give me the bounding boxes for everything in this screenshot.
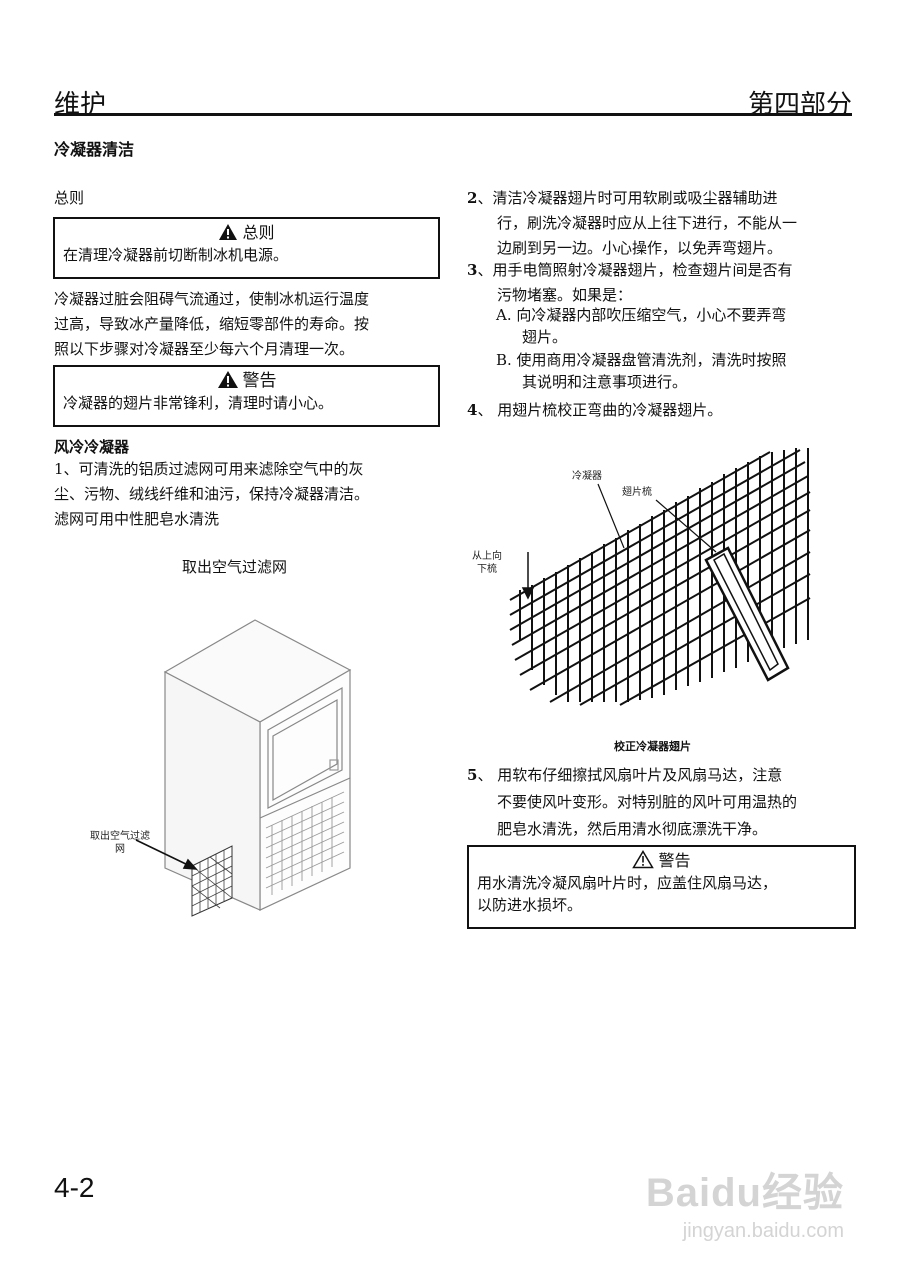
warning-text: 冷凝器的翅片非常锋利，清理时请小心。	[63, 394, 334, 412]
notice-title: 总则	[63, 219, 430, 244]
warning2-box: 警告 用水清洗冷凝风扇叶片时，应盖住风扇马达， 以防进水损坏。	[467, 845, 856, 929]
page-number: 4-2	[54, 1172, 95, 1203]
caution-icon	[632, 850, 655, 869]
filter-label: 取出空气过滤 网	[76, 830, 164, 856]
step1-line: 滤网可用中性肥皂水清洗	[54, 510, 220, 528]
general-heading: 总则	[54, 189, 85, 207]
step3b: B. 使用商用冷凝器盘管清洗剂，清洗时按照 其说明和注意事项进行。	[496, 349, 856, 393]
step2-line: 、清洁冷凝器翅片时可用软刷或吸尘器辅助进	[477, 189, 778, 207]
warning2-title-text: 警告	[658, 851, 691, 870]
header-rule	[54, 113, 852, 116]
step2-line: 边刷到另一边。小心操作，以免弄弯翅片。	[497, 239, 783, 257]
warning2-line: 以防进水损坏。	[477, 896, 583, 914]
fin-comb-label: 翅片梳	[622, 487, 652, 498]
figure2-caption: 校正冷凝器翅片	[614, 740, 691, 753]
warning-icon	[219, 224, 238, 240]
step3-line: 、用手电筒照射冷凝器翅片，检查翅片间是否有	[477, 261, 793, 279]
step4-paragraph: 4、 用翅片梳校正弯曲的冷凝器翅片。	[467, 398, 855, 423]
step1-paragraph: 1、可清洗的铝质过滤网可用来滤除空气中的灰 尘、污物、绒线纤维和油污，保持冷凝器…	[54, 457, 442, 532]
warning2-line: 用水清洗冷凝风扇叶片时，应盖住风扇马达，	[477, 874, 778, 892]
air-filter	[191, 845, 233, 917]
notice-box: 总则 在清理冷凝器前切断制冰机电源。	[53, 217, 440, 279]
condenser-label: 冷凝器	[572, 471, 602, 482]
step4-number: 4	[467, 401, 478, 419]
filter-label-line: 取出空气过滤	[90, 831, 150, 842]
direction-label: 从上向 下梳	[472, 550, 502, 576]
direction-label-line: 从上向	[472, 551, 502, 562]
step1-line: 尘、污物、绒线纤维和油污，保持冷凝器清洁。	[54, 485, 370, 503]
step3-line: 污物堵塞。如果是：	[497, 286, 633, 304]
watermark-url: jingyan.baidu.com	[682, 1220, 844, 1242]
step5-line: 肥皂水清洗，然后用清水彻底漂洗干净。	[497, 820, 768, 838]
step2-paragraph: 2、清洁冷凝器翅片时可用软刷或吸尘器辅助进 行，刷洗冷凝器时应从上往下进行，不能…	[467, 186, 855, 261]
fin-comb	[704, 546, 790, 682]
air-condenser-heading: 风冷冷凝器	[54, 438, 130, 456]
step5-paragraph: 5、 用软布仔细擦拭风扇叶片及风扇马达，注意 不要使风叶变形。对特别脏的风叶可用…	[467, 762, 855, 843]
step4-text: 、 用翅片梳校正弯曲的冷凝器翅片。	[477, 401, 723, 419]
general-paragraph: 冷凝器过脏会阻碍气流通过，使制冰机运行温度 过高，导致冰产量降低，缩短零部件的寿…	[54, 287, 440, 362]
section-title: 冷凝器清洁	[54, 140, 135, 159]
watermark: Baidu经验 jingyan.baidu.com	[646, 1160, 844, 1243]
warning-title: 警告	[63, 367, 430, 392]
step3b-line: B. 使用商用冷凝器盘管清洗剂，清洗时按照	[496, 351, 787, 369]
general-paragraph-line: 过高，导致冰产量降低，缩短零部件的寿命。按	[54, 315, 370, 333]
warning2-text: 用水清洗冷凝风扇叶片时，应盖住风扇马达， 以防进水损坏。	[477, 872, 846, 916]
warning-title-text: 警告	[242, 371, 277, 391]
warning2-title: 警告	[477, 847, 846, 872]
direction-label-line: 下梳	[477, 564, 497, 575]
step2-line: 行，刷洗冷凝器时应从上往下进行，不能从一	[497, 214, 798, 232]
filter-label-line: 网	[115, 844, 125, 855]
warning-box: 警告 冷凝器的翅片非常锋利，清理时请小心。	[53, 365, 440, 427]
step5-line: 不要使风叶变形。对特别脏的风叶可用温热的	[497, 793, 798, 811]
notice-title-text: 总则	[242, 223, 275, 242]
step3b-line: 其说明和注意事项进行。	[522, 373, 688, 391]
step1-line: 1、可清洗的铝质过滤网可用来滤除空气中的灰	[54, 460, 364, 478]
watermark-logo: Baidu经验	[645, 1171, 844, 1215]
notice-text: 在清理冷凝器前切断制冰机电源。	[63, 246, 289, 264]
ice-machine-figure	[135, 619, 352, 917]
step3a: A. 向冷凝器内部吹压缩空气，小心不要弄弯 翅片。	[496, 304, 856, 348]
condenser-fins-figure	[509, 448, 811, 706]
general-paragraph-line: 照以下步骤对冷凝器至少每六个月清理一次。	[54, 340, 355, 358]
step5-line: 、 用软布仔细擦拭风扇叶片及风扇马达，注意	[477, 766, 783, 784]
step3-number: 3	[467, 261, 478, 279]
step3-paragraph: 3、用手电筒照射冷凝器翅片，检查翅片间是否有 污物堵塞。如果是：	[467, 258, 855, 308]
figure1-caption: 取出空气过滤网	[182, 558, 288, 576]
step3a-line: A. 向冷凝器内部吹压缩空气，小心不要弄弯	[496, 306, 787, 324]
general-paragraph-line: 冷凝器过脏会阻碍气流通过，使制冰机运行温度	[54, 290, 370, 308]
step3a-line: 翅片。	[522, 328, 568, 346]
warning-icon	[217, 371, 238, 388]
step2-number: 2	[467, 189, 478, 207]
step5-number: 5	[467, 766, 478, 784]
